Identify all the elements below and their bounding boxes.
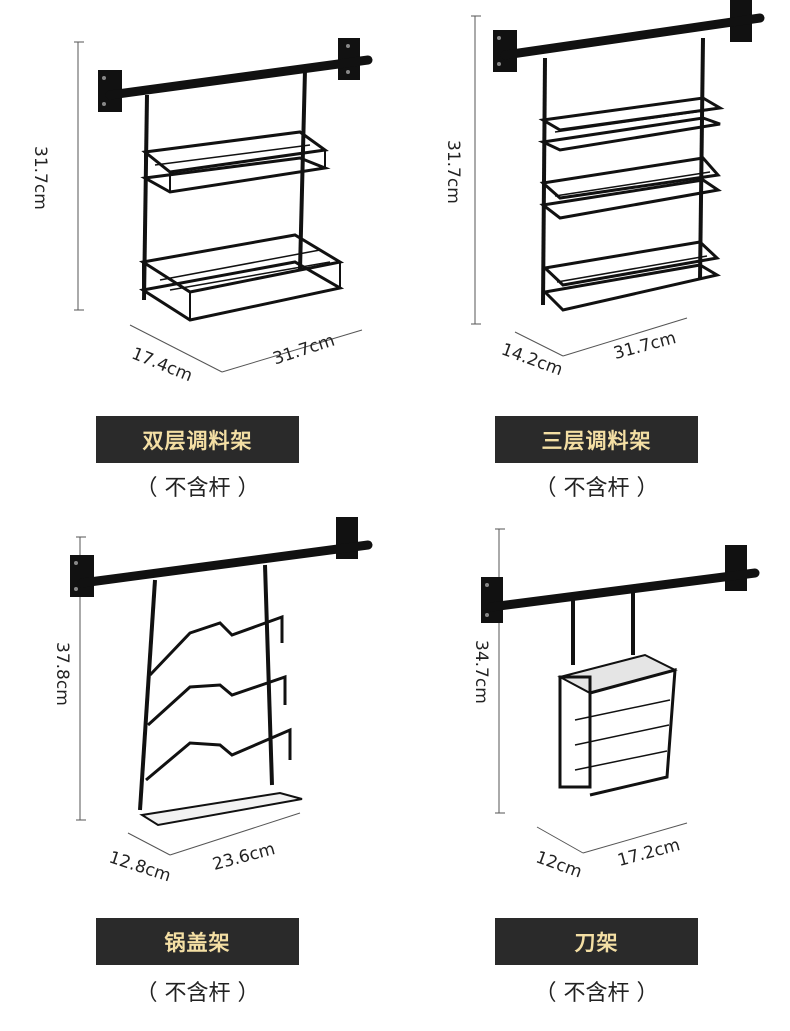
height-label: 31.7cm — [30, 146, 50, 210]
product-note: （ 不含杆 ） — [534, 476, 659, 501]
product-title: 双层调料架 — [96, 416, 299, 463]
height-label: 31.7cm — [443, 140, 463, 204]
height-label: 34.7cm — [471, 640, 491, 704]
product-note: （ 不含杆 ） — [534, 981, 659, 1006]
knife-rack-illustration — [481, 528, 760, 854]
product-lid-rack: 37.8cm 12.8cm 23.6cm 锅盖架 （ 不含杆 ） — [0, 515, 395, 1030]
product-note: （ 不含杆 ） — [135, 476, 260, 501]
product-triple-tier: 31.7cm 14.2cm 31.7cm 三层调料架 （ 不含杆 ） — [395, 0, 790, 515]
double-tier-rack-illustration — [74, 38, 373, 373]
product-knife-rack: 34.7cm 12cm 17.2cm 刀架 （ 不含杆 ） — [395, 515, 790, 1030]
product-title: 刀架 — [495, 918, 698, 965]
lid-rack-illustration — [70, 517, 373, 856]
product-note: （ 不含杆 ） — [135, 981, 260, 1006]
product-title: 三层调料架 — [495, 416, 698, 463]
height-label: 37.8cm — [52, 642, 72, 706]
product-double-tier: 31.7cm 17.4cm 31.7cm 双层调料架 （ 不含杆 ） — [0, 0, 395, 515]
product-title: 锅盖架 — [96, 918, 299, 965]
triple-tier-rack-illustration — [471, 0, 765, 357]
